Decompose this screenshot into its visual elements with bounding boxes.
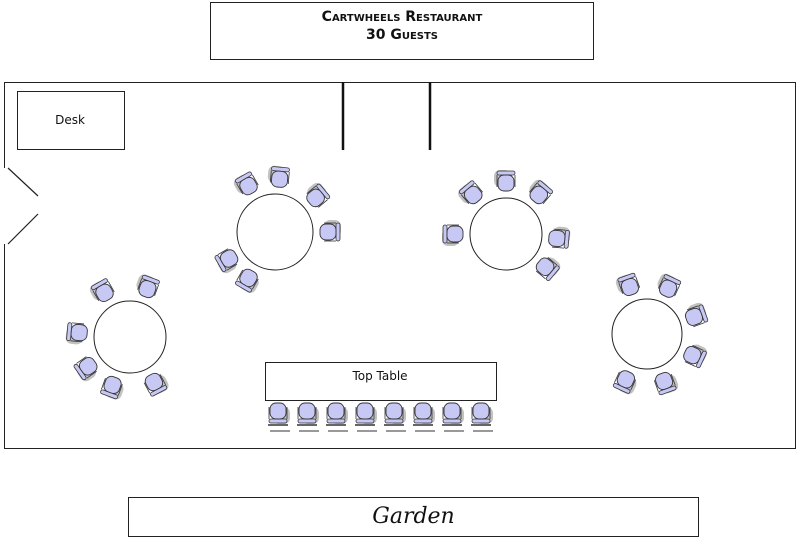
- title-box: Cartwheels Restaurant 30 Guests: [210, 2, 594, 60]
- chair: [684, 302, 709, 328]
- top-table-chairs: [268, 402, 493, 432]
- round-table: [469, 197, 543, 271]
- chair: [657, 273, 682, 298]
- chair: [548, 226, 571, 249]
- chair: [136, 274, 160, 299]
- chair: [442, 402, 464, 424]
- table-bottom-right: [611, 272, 709, 396]
- desk: [17, 91, 125, 150]
- table-bottom-left: [65, 274, 169, 400]
- chair: [413, 402, 435, 424]
- round-tables: [65, 165, 709, 400]
- chair: [89, 278, 115, 303]
- entrance-door: [2, 167, 39, 245]
- table-top-right: [442, 170, 571, 281]
- chair: [384, 402, 406, 424]
- chair: [235, 268, 259, 293]
- chair: [326, 402, 348, 424]
- chair: [683, 344, 708, 369]
- chair: [143, 372, 169, 397]
- chair: [100, 375, 124, 400]
- chair: [297, 402, 319, 424]
- desk-label: Desk: [55, 113, 85, 127]
- chair: [458, 180, 483, 205]
- garden-box: Garden: [128, 497, 699, 537]
- chair: [612, 370, 637, 395]
- chair: [653, 371, 679, 396]
- chair: [471, 402, 493, 424]
- chair: [73, 356, 98, 382]
- round-table: [611, 298, 683, 370]
- chair: [615, 272, 641, 297]
- top-table: [265, 362, 497, 401]
- guest-count: 30 Guests: [365, 27, 439, 43]
- restaurant-name: Cartwheels Restaurant: [321, 9, 483, 25]
- chair: [355, 402, 377, 424]
- chair: [529, 179, 553, 205]
- chair: [233, 171, 259, 196]
- garden-label: Garden: [372, 504, 455, 529]
- table-top-left: [214, 165, 341, 293]
- chair: [268, 402, 290, 424]
- top-table-label: Top Table: [351, 369, 407, 383]
- chair: [535, 257, 561, 281]
- round-table: [93, 300, 167, 374]
- chair: [494, 170, 516, 192]
- chair: [442, 224, 464, 246]
- chair: [319, 220, 341, 242]
- chair: [214, 248, 239, 274]
- chair: [65, 322, 88, 345]
- chair: [306, 182, 331, 208]
- chair: [267, 165, 290, 188]
- round-table: [236, 193, 314, 271]
